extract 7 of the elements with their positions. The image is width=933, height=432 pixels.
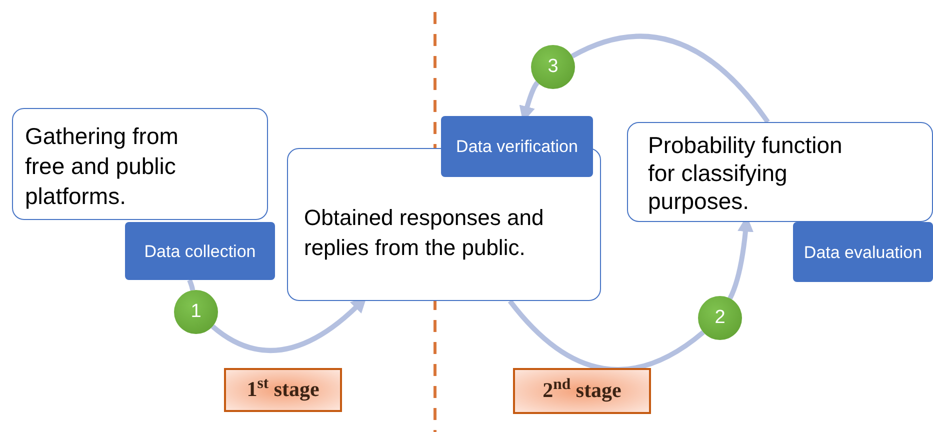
- step-label: Data collection: [125, 222, 275, 280]
- text-box: Gathering from free and public platforms.: [12, 108, 268, 220]
- stage-label: 2$^{nd}$ stage: [513, 368, 651, 414]
- text-box: Probability function for classifying purposes.: [627, 122, 933, 222]
- step-label: Data verification: [441, 116, 593, 177]
- step-label: Data evaluation: [793, 222, 933, 282]
- stage-label: 1$^{st}$ stage: [224, 368, 342, 412]
